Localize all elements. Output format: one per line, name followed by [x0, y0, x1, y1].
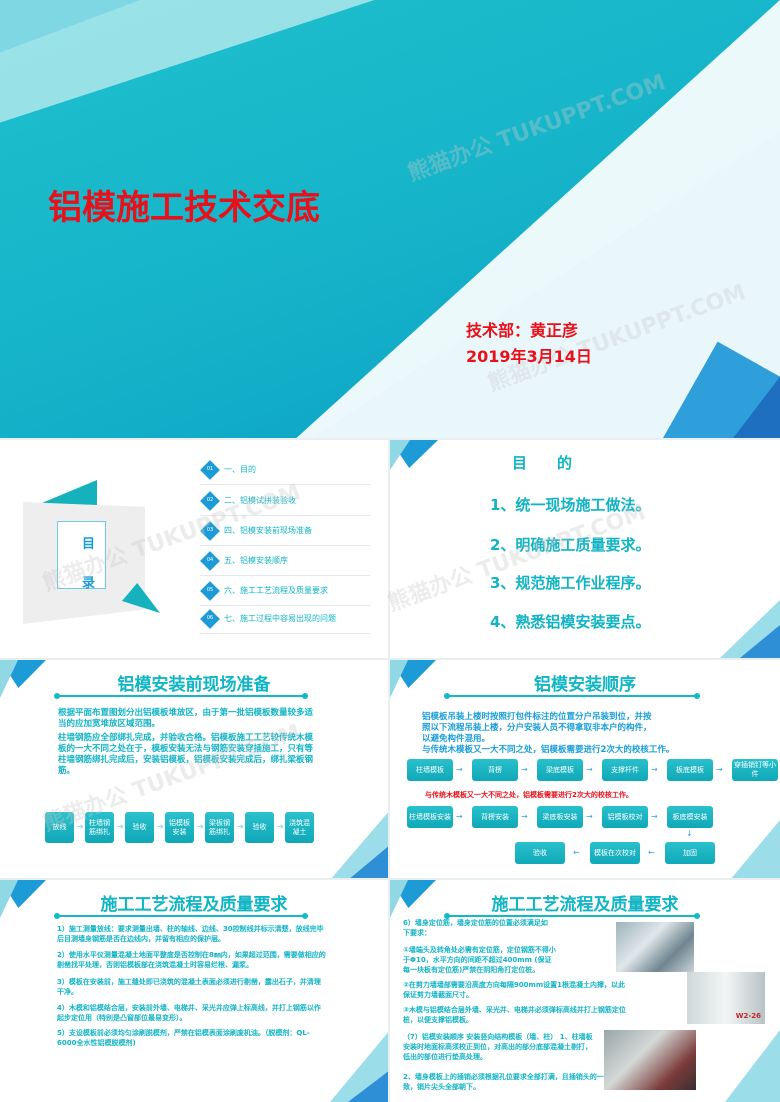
process-item: ①墙端头及转角处必需有定位筋，定位钢筋不得小于Φ10，水平方向的间距不超过400… — [403, 946, 556, 974]
process-item: 1）施工测量放线：要求测量出墙、柱的轴线、边线、30控制线并标示清楚，放线完毕后… — [57, 925, 324, 943]
sequence-slide: 铝模安装顺序 铝模板吊装上楼时按照打包件标注的位置分户吊装到位，并按照以下流程吊… — [390, 660, 780, 878]
arrow-right-icon: → — [586, 812, 593, 821]
process-item: 4）木模和铝模结合层，安装前外墙、电梯井、采光井应弹上标高线，并打上钢筋以作起步… — [57, 1004, 321, 1022]
arrow-right-icon: → — [456, 765, 463, 774]
slide-title: 施工工艺流程及质量要求 — [491, 895, 679, 915]
flow-step: 柱墙模板安装 — [407, 806, 453, 828]
flow-step: 梁底模板 — [537, 759, 583, 781]
arrow-right-icon: → — [651, 812, 658, 821]
arrow-right-icon: ➜ — [277, 822, 284, 831]
slide-title: 施工工艺流程及质量要求 — [100, 895, 288, 915]
decor-triangle — [730, 820, 780, 878]
purpose-item: 4、熟悉铝模安装要点。 — [490, 613, 651, 631]
toc-title-char: 目 — [82, 537, 96, 552]
process-item: 5）支设模板前必须均匀涂刷脱模剂，严禁在铝模表面涂刷废机油。（脱模剂：QL-60… — [57, 1029, 310, 1047]
arrow-left-icon: ← — [648, 848, 655, 857]
sequence-intro: 铝模板吊装上楼时按照打包件标注的位置分户吊装到位，并按照以下流程吊装上楼，分户安… — [422, 712, 652, 744]
flow-step: 柱墙钢筋绑扎 — [85, 812, 114, 843]
prep-paragraph: 柱墙钢筋应全部绑扎完成，并验收合格。铝模板施工工艺较传统木模板的一大不同之处在于… — [58, 733, 314, 776]
flow-step: 验收 — [125, 812, 154, 843]
flow-step: 穿插销钉等小件 — [732, 759, 778, 781]
cover-slide: 熊猫办公 TUKUPPT.COM 熊猫办公 TUKUPPT.COM 铝模施工技术… — [0, 0, 780, 438]
flow-step: 背楞安装 — [472, 806, 518, 828]
flow-step: 背楞 — [472, 759, 518, 781]
flow-step: 支撑杆件 — [602, 759, 648, 781]
arrow-right-icon: ➜ — [77, 822, 84, 831]
purpose-item: 1、统一现场施工做法。 — [490, 496, 651, 514]
title-divider — [54, 693, 308, 699]
slide-title: 铝模安装顺序 — [534, 675, 636, 695]
process-item: （7）铝模安装顺序 安装竖向结构模板（墙、柱） 1、柱墙板安装时地面标高须校正到… — [403, 1033, 593, 1061]
arrow-right-icon: → — [521, 765, 528, 774]
toc-title-char: 录 — [82, 576, 96, 591]
sequence-note: 与传统木模板又一大不同之处，铝模板需要进行2次大的校核工作。 — [425, 791, 633, 799]
prep-slide: 铝模安装前现场准备 根据平面布置图划分出铝模板堆放区，由于第一批铝模板数量较多适… — [0, 660, 388, 878]
process-item: 3）模板在安装前，施工缝处即已浇筑的混凝土表面必须进行剔凿，露出石子，并清理干净… — [57, 978, 321, 996]
title-divider — [444, 693, 700, 699]
cover-department: 技术部：黄正彦 — [466, 321, 579, 340]
construction-photo — [616, 922, 694, 972]
arrow-right-icon: → — [716, 765, 723, 774]
cover-date: 2019年3月14日 — [466, 347, 592, 366]
arrow-right-icon: → — [586, 765, 593, 774]
process-item: 2）使用水平仪测量混凝土地面平整度是否控制在8㎜内，如果超过范围，需要做相应的剔… — [57, 951, 326, 969]
process-item: ②在剪力墙墙部需要沿高度方向每隔900mm设置1根混凝土内撑，以此保证剪力墙截面… — [403, 981, 625, 999]
sequence-intro-2: 与传统木模板又一大不同之处，铝模板需要进行2次大的校核工作。 — [422, 745, 675, 755]
title-divider — [54, 913, 308, 919]
prep-paragraph: 根据平面布置图划分出铝模板堆放区，由于第一批铝模板数量较多适当的应加宽堆放区域范… — [58, 708, 314, 729]
slide-title: 铝模安装前现场准备 — [117, 675, 271, 695]
flow-step: 板底模安装 — [667, 806, 713, 828]
process-item: ③木模与铝模结合层外墙、采光井、电梯井必须弹标高线并打上钢筋定位桩，以便支撑铝模… — [403, 1006, 626, 1024]
toc-title-frame — [57, 521, 106, 589]
arrow-right-icon: ➜ — [237, 822, 244, 831]
construction-photo — [604, 1030, 696, 1090]
construction-photo: W2-26 — [687, 972, 765, 1024]
arrow-left-icon: ← — [573, 848, 580, 857]
process-slide-1: 施工工艺流程及质量要求 1）施工测量放线：要求测量出墙、柱的轴线、边线、30控制… — [0, 880, 388, 1102]
flow-step: 模板在次校对 — [590, 842, 640, 864]
purpose-slide — [390, 440, 780, 658]
arrow-right-icon: ➜ — [197, 822, 204, 831]
process-slide-2: 施工工艺流程及质量要求 6）墙身定位筋，墙身定位筋的位置必须满足如下要求： ①墙… — [390, 880, 780, 1102]
photo-label: W2-26 — [735, 1012, 761, 1020]
purpose-title: 目 的 — [512, 454, 573, 472]
flow-step: 梁底板安装 — [537, 806, 583, 828]
flow-step: 加固 — [665, 842, 715, 864]
flow-step: 铝模板校对 — [602, 806, 648, 828]
flow-step: 浇筑混凝土 — [285, 812, 314, 843]
decor-triangle — [725, 1030, 780, 1102]
arrow-right-icon: → — [651, 765, 658, 774]
arrow-right-icon: ➜ — [117, 822, 124, 831]
flow-step: 放线 — [45, 812, 74, 843]
arrow-right-icon: → — [456, 812, 463, 821]
flow-step: 验收 — [245, 812, 274, 843]
purpose-item: 2、明确施工质量要求。 — [490, 536, 651, 554]
purpose-item: 3、规范施工作业程序。 — [490, 574, 651, 592]
flow-step: 验收 — [515, 842, 565, 864]
arrow-right-icon: ➜ — [157, 822, 164, 831]
flow-step: 铝模板安装 — [165, 812, 194, 843]
title-divider — [444, 913, 700, 919]
arrow-down-icon: ↓ — [686, 829, 693, 838]
arrow-right-icon: → — [521, 812, 528, 821]
flow-step: 板底模板 — [667, 759, 713, 781]
flow-step: 梁板钢筋绑扎 — [205, 812, 234, 843]
process-item: 2、墙身模板上的插销必须根据孔位要求全部打满，且插销头的一致，销片尖头全部朝下。 — [403, 1073, 604, 1091]
flow-step: 柱墙模板 — [407, 759, 453, 781]
process-item: 6）墙身定位筋，墙身定位筋的位置必须满足如下要求： — [403, 919, 548, 937]
cover-title: 铝模施工技术交底 — [48, 188, 320, 228]
